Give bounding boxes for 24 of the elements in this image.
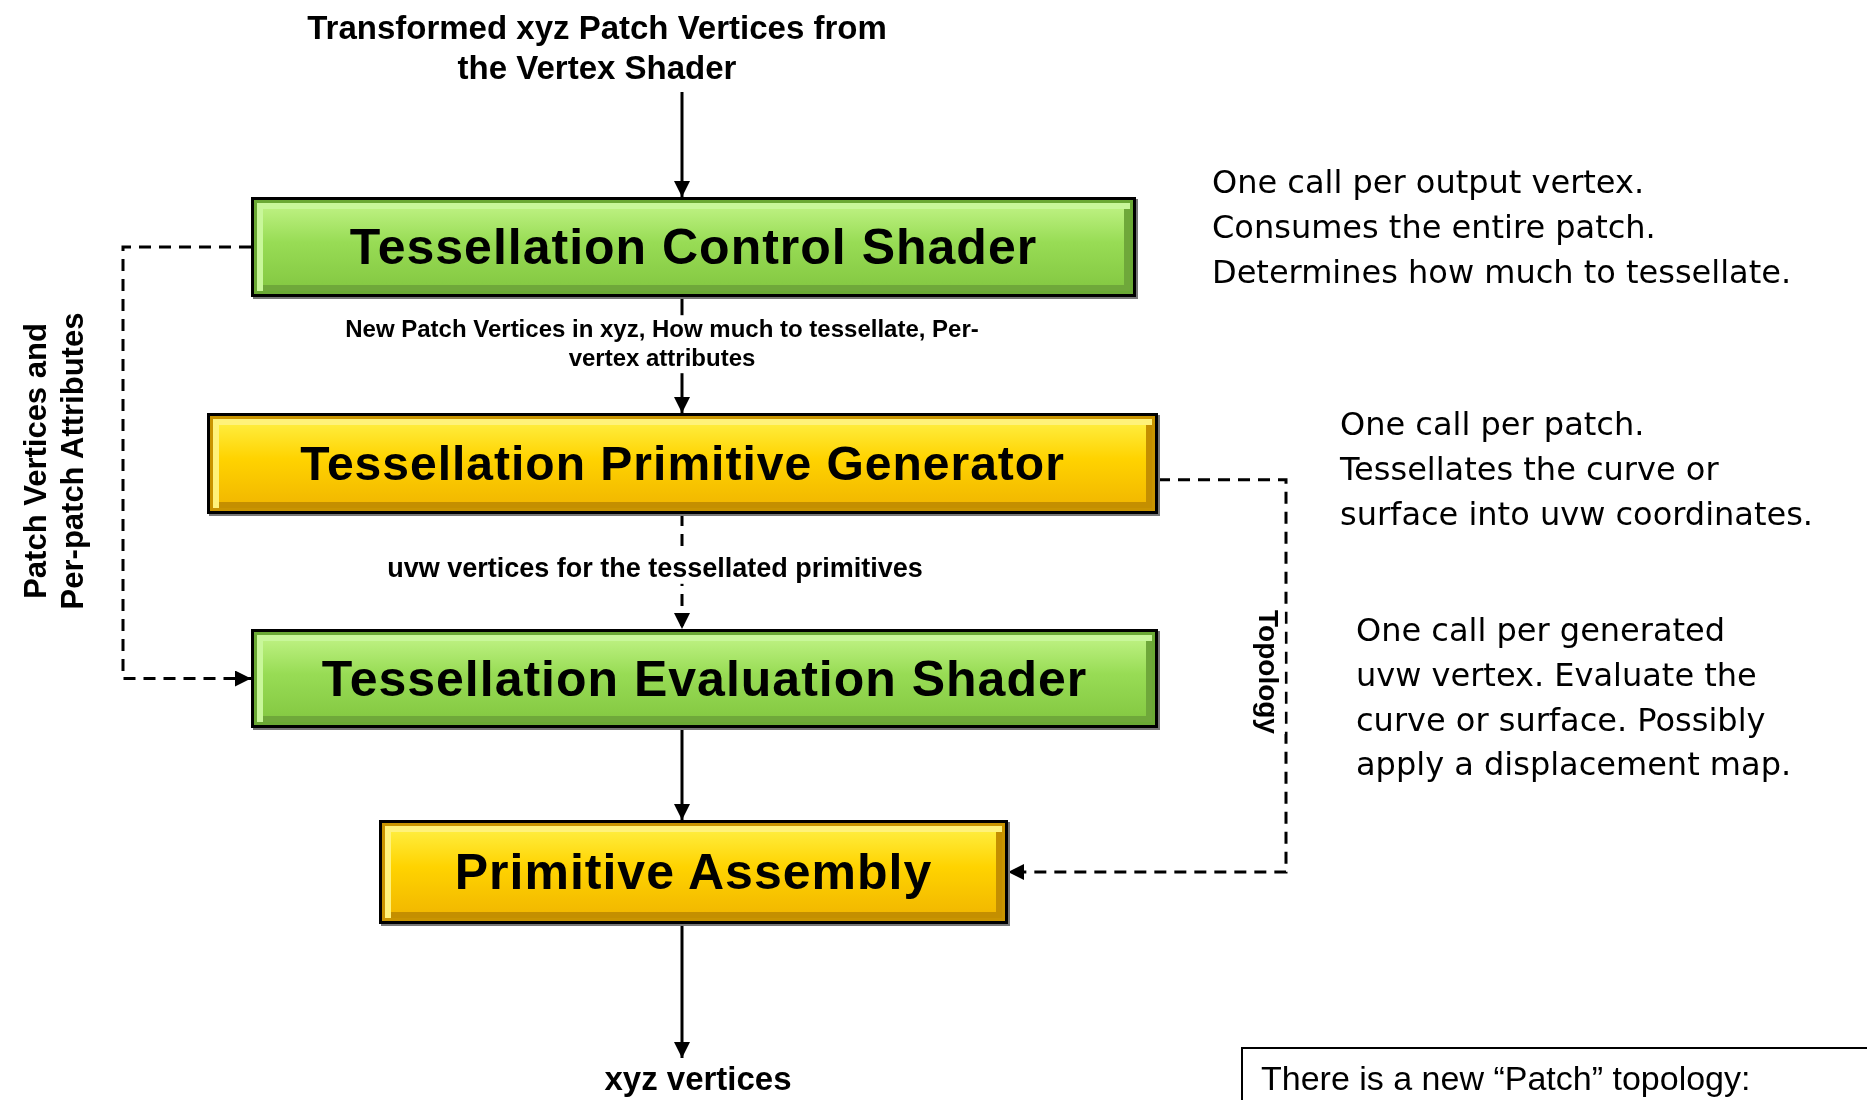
box-title: Tessellation Control Shader: [349, 218, 1038, 276]
description-text: One call per generated uvw vertex. Evaluate the curve or surface. Possibly apply a displacement map.: [1356, 610, 1793, 786]
box-title: Primitive Assembly: [454, 843, 933, 901]
process-box: [207, 413, 1158, 514]
dashed-arrow: [1008, 478, 1288, 880]
edge-label: uvw vertices for the tessellated primitives: [387, 551, 923, 585]
description-text: Determines how much to tessellate.: [1212, 251, 1793, 293]
flow-text: Transformed xyz Patch Vertices from the Vertex Shader: [306, 8, 888, 88]
box-title: Tessellation Evaluation Shader: [321, 649, 1088, 708]
process-box: [379, 820, 1008, 924]
note-text: There is a new “Patch” topology:: [1261, 1059, 1751, 1098]
arrow: [674, 924, 690, 1058]
dashed-arrow: [121, 245, 251, 687]
description-text: One call per output vertex.: [1212, 162, 1646, 203]
flow-text: xyz vertices: [604, 1059, 792, 1099]
box-title: Tessellation Primitive Generator: [300, 436, 1065, 491]
process-box: [251, 629, 1158, 728]
process-box: [251, 197, 1136, 297]
description-text: Tessellates the curve or surface into uvw coordinates.: [1340, 448, 1814, 535]
edge-label: Topology: [1251, 610, 1285, 734]
description-text: Consumes the entire patch.: [1212, 206, 1657, 248]
description-text: One call per patch.: [1340, 404, 1646, 445]
arrow: [674, 728, 690, 820]
arrow: [674, 92, 690, 197]
